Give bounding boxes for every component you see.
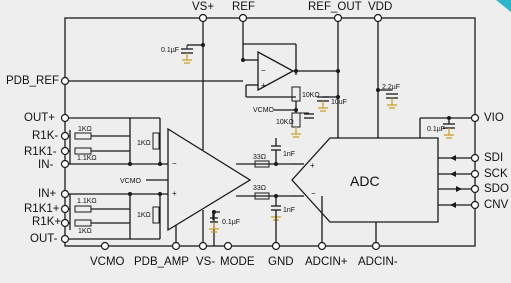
pin-label-r1k-minus: R1K- — [32, 130, 58, 142]
pin-mode — [223, 241, 233, 251]
adc-label: ADC — [350, 173, 380, 189]
ref-buffer-amplifier — [257, 50, 295, 92]
res-label-div-top: 10KΩ — [302, 92, 320, 99]
ref-buffer-minus: − — [261, 66, 266, 75]
pin-label-ref-out: REF_OUT — [308, 1, 362, 13]
amp-minus-sign: − — [172, 159, 177, 168]
pin-ref-out — [333, 13, 343, 23]
adc-minus-sign: − — [311, 189, 316, 198]
pin-label-cnv: CNV — [484, 199, 509, 211]
res-label-in1-bot: 1KΩ — [78, 228, 92, 235]
adc-plus-sign: + — [310, 161, 315, 170]
pin-pdb-ref — [60, 76, 70, 86]
pin-label-vs-minus: VS- — [196, 256, 215, 268]
vcmo-div-label: VCMO — [253, 107, 275, 114]
cap-label-ref-out: 10uF — [331, 99, 347, 106]
pin-label-pdb-amp: PDB_AMP — [134, 256, 189, 268]
pin-label-vcmo: VCMO — [90, 256, 125, 268]
pin-label-adcin-minus: ADCIN- — [358, 256, 398, 268]
pin-cnv — [470, 200, 480, 210]
res-label-out-bot: 33Ω — [253, 185, 266, 192]
pin-r1k-plus — [60, 218, 70, 228]
pin-r1k1-minus — [60, 146, 70, 156]
pin-label-out-plus: OUT+ — [24, 112, 55, 124]
pin-r1k1-plus — [60, 204, 70, 214]
pin-adcin-minus — [371, 241, 381, 251]
cap-label-vs-minus: 0.1µF — [222, 219, 240, 226]
pin-vio — [470, 113, 480, 123]
cap-label-filt-top: 1nF — [283, 151, 295, 158]
pin-label-sdi: SDI — [484, 152, 503, 164]
pin-sck — [470, 169, 480, 179]
adc-block — [291, 137, 439, 223]
pin-label-out-minus: OUT- — [30, 233, 58, 245]
amp-plus-sign: + — [172, 189, 177, 198]
pin-sdi — [470, 153, 480, 163]
pin-label-adcin-plus: ADCIN+ — [305, 256, 348, 268]
pin-in-minus — [60, 159, 70, 169]
pin-in-plus — [60, 189, 70, 199]
pin-adcin-plus — [317, 241, 327, 251]
pin-vs-plus — [198, 13, 208, 23]
corner-accent — [496, 0, 511, 12]
pin-label-r1k-plus: R1K+ — [32, 216, 61, 228]
pin-gnd — [271, 241, 281, 251]
pin-label-r1k1-plus: R1K1+ — [24, 203, 60, 215]
pin-vs-minus — [198, 241, 208, 251]
pin-sdo — [470, 184, 480, 194]
pin-label-r1k1-minus: R1K1- — [24, 146, 57, 158]
res-label-in1-top: 1.1KΩ — [77, 155, 97, 162]
res-label-in-top: 1KΩ — [78, 126, 92, 133]
ref-buffer-plus: + — [261, 81, 266, 90]
pin-label-vio: VIO — [484, 112, 504, 124]
res-label-fb-bot: 1KΩ — [137, 212, 151, 219]
cap-label-top: 0.1µF — [161, 47, 179, 54]
pin-label-vs-plus: VS+ — [192, 1, 214, 13]
res-label-div-bot: 10KΩ — [276, 119, 294, 126]
pin-label-in-plus: IN+ — [38, 188, 57, 200]
pin-label-mode: MODE — [220, 256, 255, 268]
pin-out-minus — [60, 234, 70, 244]
cap-label-filt-bot: 1nF — [283, 207, 295, 214]
cap-label-vdd: 2.2µF — [382, 84, 400, 91]
driver-amplifier — [167, 127, 252, 232]
res-label-fb-top: 1KΩ — [137, 140, 151, 147]
pin-pdb-amp — [171, 241, 181, 251]
package-outline — [64, 17, 476, 247]
pin-label-pdb-ref: PDB_REF — [6, 75, 59, 87]
pin-out-plus — [60, 113, 70, 123]
pin-label-ref: REF — [232, 1, 255, 13]
pin-label-sdo: SDO — [484, 183, 509, 195]
pin-label-gnd: GND — [268, 256, 294, 268]
res-label-out-top: 33Ω — [253, 154, 266, 161]
res-label-in-bot: 1.1KΩ — [77, 198, 97, 205]
pin-vcmo — [100, 241, 110, 251]
pin-label-vdd: VDD — [368, 1, 392, 13]
pin-label-in-minus: IN- — [38, 159, 54, 171]
vcmo-amp-label: VCMO — [120, 178, 142, 185]
pin-r1k-minus — [60, 131, 70, 141]
cap-label-vio: 0.1µF — [427, 126, 445, 133]
pin-ref — [238, 13, 248, 23]
pin-vdd — [373, 13, 383, 23]
pin-label-sck: SCK — [484, 168, 508, 180]
